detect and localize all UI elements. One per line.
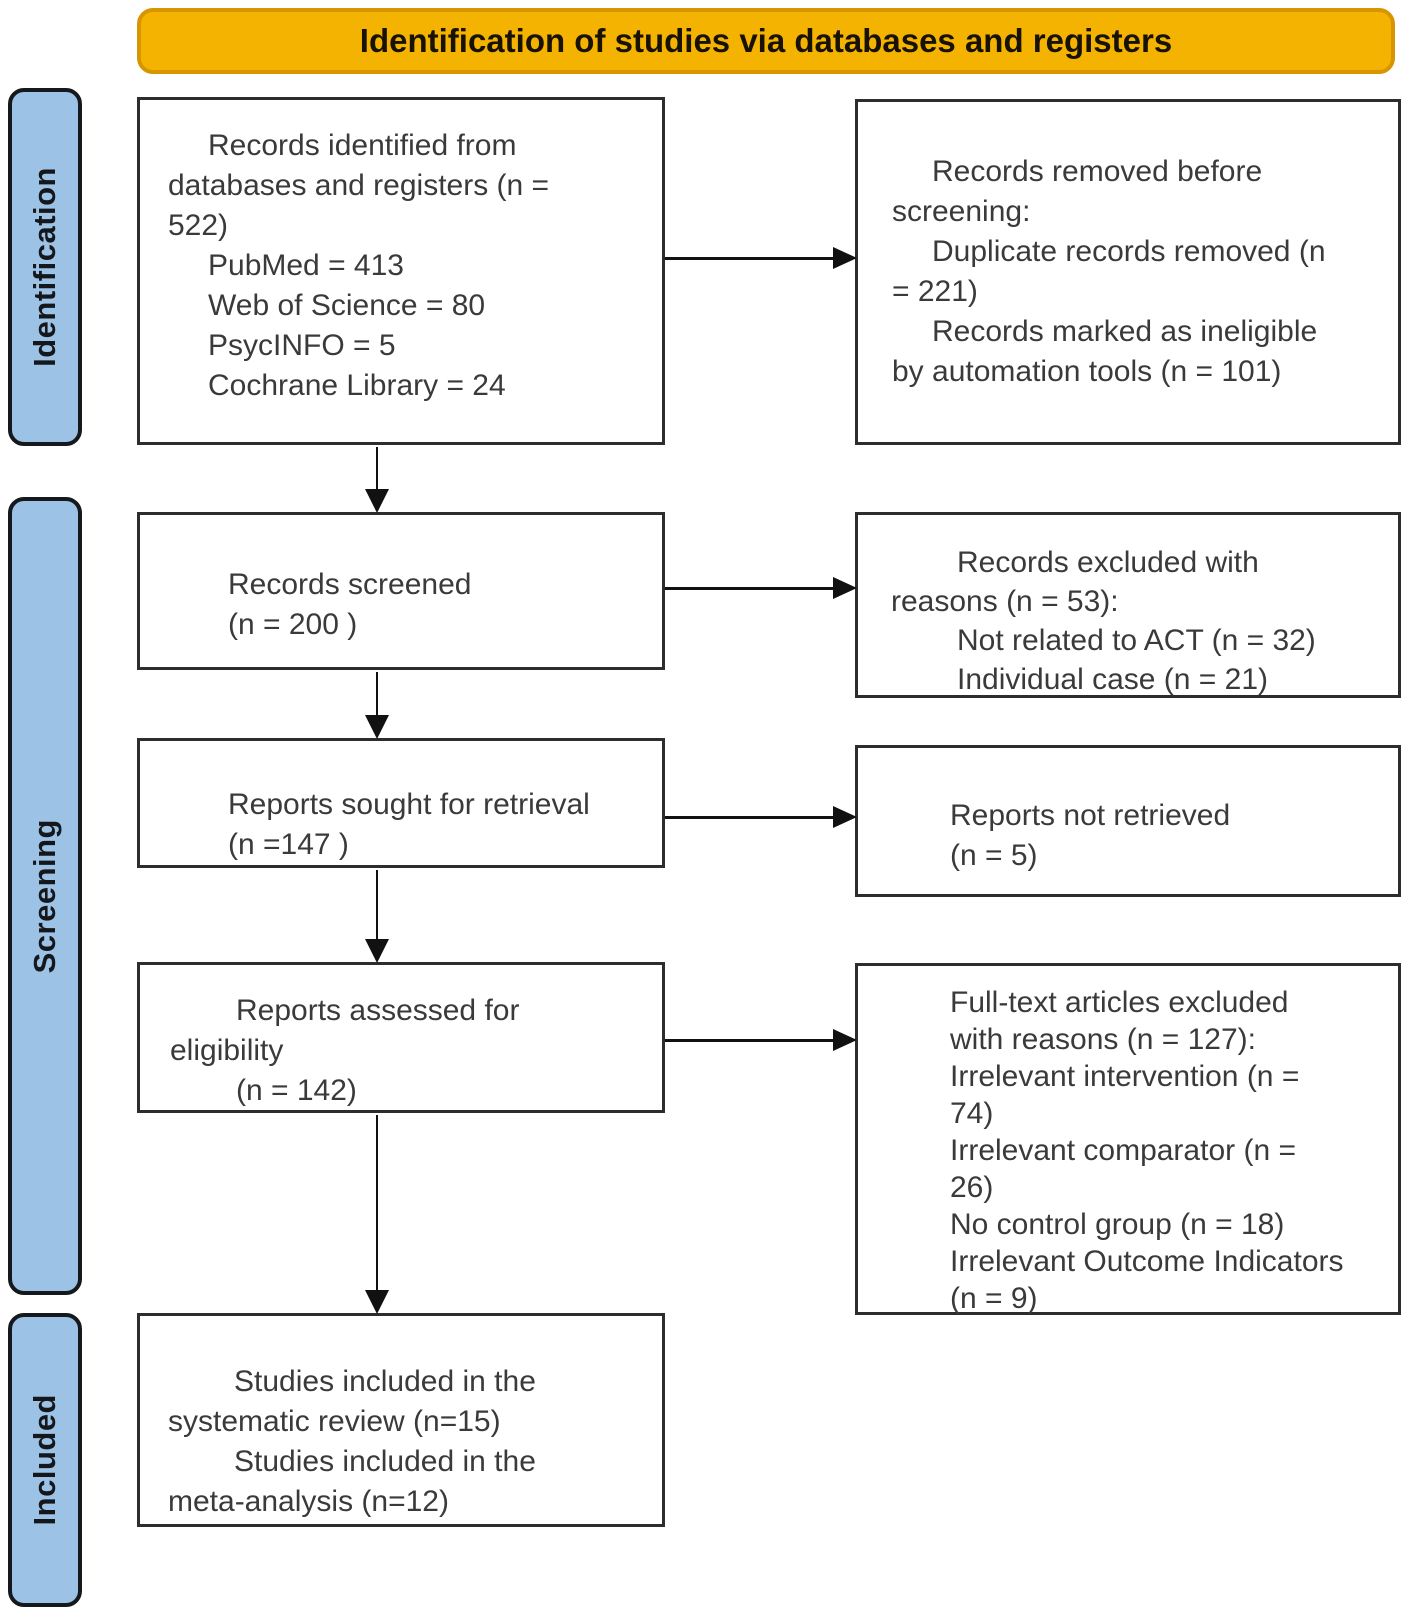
arrow-right-shaft (665, 587, 833, 590)
reports-not-retrieved-box: Reports not retrieved (n = 5) (855, 745, 1401, 897)
records-screened-box: Records screened (n = 200 ) (137, 512, 665, 670)
text-line: screening: (892, 195, 1031, 228)
arrow-right-head (833, 577, 857, 599)
text-line: databases and registers (n = (168, 169, 550, 202)
text-line: 522) (168, 209, 229, 242)
text-line: 26) (950, 1171, 994, 1204)
text-line: PsycINFO = 5 (208, 329, 396, 362)
text-line: Irrelevant intervention (n = (950, 1060, 1300, 1093)
arrow-right-shaft (665, 816, 833, 819)
studies-included-box: Studies included in the systematic revie… (137, 1313, 665, 1527)
text-line: (n = 200 ) (228, 608, 358, 641)
text-line: No control group (n = 18) (950, 1208, 1285, 1241)
fulltext-excluded-box: Full-text articles excluded with reasons… (855, 963, 1401, 1315)
text-line: Irrelevant Outcome Indicators (950, 1245, 1344, 1278)
arrow-down-head (365, 939, 389, 963)
arrow-right-shaft (665, 1039, 833, 1042)
text-line: Irrelevant comparator (n = (950, 1134, 1296, 1167)
text-line: systematic review (n=15) (168, 1405, 501, 1438)
text-line: (n = 142) (236, 1074, 357, 1107)
records-excluded-box: Records excluded with reasons (n = 53): … (855, 512, 1401, 698)
stage-label: Identification (27, 167, 62, 367)
text-line: Records excluded with (957, 546, 1259, 579)
text-line: Reports sought for retrieval (228, 788, 590, 821)
text-line: by automation tools (n = 101) (892, 355, 1282, 388)
text-line: Reports assessed for (236, 994, 520, 1027)
arrow-down-shaft (376, 447, 378, 491)
arrow-down-head (365, 1290, 389, 1314)
arrow-right-head (833, 1029, 857, 1051)
text-line: (n = 5) (950, 839, 1038, 872)
text-line: = 221) (892, 275, 978, 308)
text-line: Studies included in the (234, 1365, 536, 1398)
arrow-right-head (833, 806, 857, 828)
text-line: with reasons (n = 127): (950, 1023, 1256, 1056)
stage-bar-screening: Screening (8, 497, 82, 1295)
text-line: 74) (950, 1097, 994, 1130)
text-line: Individual case (n = 21) (957, 663, 1269, 696)
text-line: Records screened (228, 568, 472, 601)
arrow-right-head (833, 247, 857, 269)
text-line: PubMed = 413 (208, 249, 404, 282)
text-line: Cochrane Library = 24 (208, 369, 506, 402)
text-line: Duplicate records removed (n (932, 235, 1326, 268)
text-line: (n =147 ) (228, 828, 349, 861)
arrow-down-shaft (376, 870, 378, 940)
text-line: Reports not retrieved (950, 799, 1231, 832)
arrow-down-head (365, 489, 389, 513)
records-identified-box: Records identified from databases and re… (137, 97, 665, 445)
text-line: (n = 9) (950, 1282, 1038, 1315)
stage-bar-identification: Identification (8, 88, 82, 446)
stage-bar-included: Included (8, 1313, 82, 1607)
text-line: Records marked as ineligible (932, 315, 1318, 348)
text-line: Not related to ACT (n = 32) (957, 624, 1316, 657)
text-line: reasons (n = 53): (891, 585, 1119, 618)
arrow-down-shaft (376, 672, 378, 716)
text-line: Records identified from (208, 129, 517, 162)
text-line: Records removed before (932, 155, 1263, 188)
text-line: meta-analysis (n=12) (168, 1485, 449, 1518)
arrow-right-shaft (665, 257, 833, 260)
text-line: Studies included in the (234, 1445, 536, 1478)
reports-assessed-box: Reports assessed for eligibility (n = 14… (137, 962, 665, 1113)
stage-label: Included (27, 1394, 62, 1526)
reports-sought-box: Reports sought for retrieval (n =147 ) (137, 738, 665, 868)
stage-label: Screening (27, 818, 62, 974)
records-removed-box: Records removed before screening: Duplic… (855, 99, 1401, 445)
text-line: eligibility (170, 1034, 284, 1067)
text-line: Full-text articles excluded (950, 986, 1289, 1019)
arrow-down-head (365, 715, 389, 739)
banner-title: Identification of studies via databases … (137, 8, 1395, 74)
text-line: Web of Science = 80 (208, 289, 486, 322)
arrow-down-shaft (376, 1115, 378, 1291)
